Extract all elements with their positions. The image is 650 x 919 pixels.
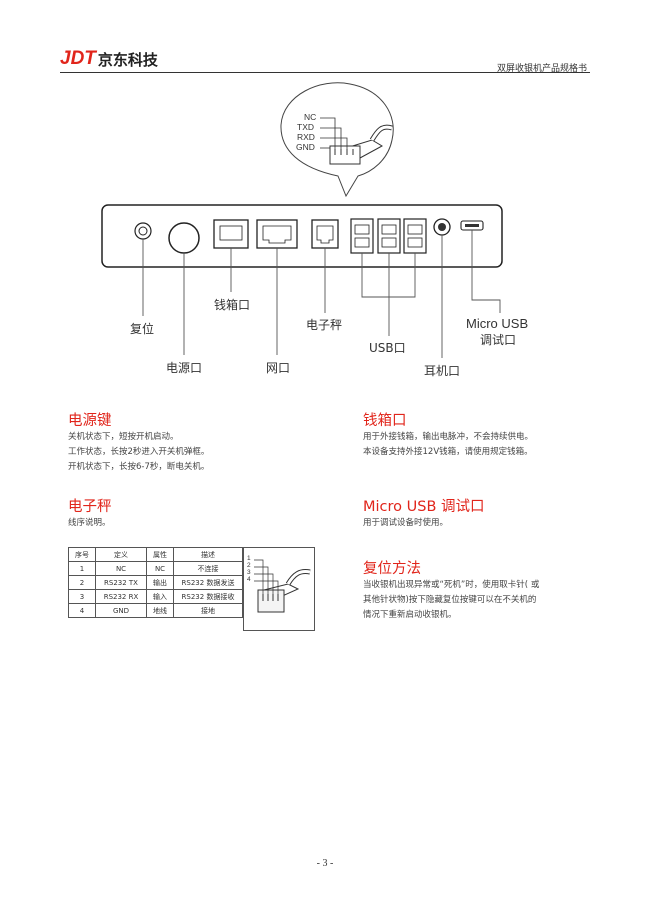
label-debug-port: 调试口 bbox=[480, 333, 517, 347]
label-micro-usb: Micro USB bbox=[466, 316, 529, 331]
cell: 输入 bbox=[146, 589, 174, 604]
th-attribute: 属性 bbox=[146, 547, 174, 562]
connector-figure-box: 1 2 3 4 bbox=[243, 547, 315, 631]
label-power: 电源口 bbox=[166, 361, 203, 375]
power-line-2: 工作状态，长按2秒进入开关机弹框。 bbox=[68, 447, 210, 457]
section-body-reset: 当收银机出现异常或“死机”时，使用取卡针( 或 其他针状物)按下隐藏复位按键可以… bbox=[363, 578, 539, 623]
table-row: 3 RS232 RX 输入 RS232 数据接收 bbox=[68, 589, 243, 604]
cell: 不连接 bbox=[173, 561, 243, 576]
pin-label-rxd: RXD bbox=[297, 132, 315, 142]
section-title-micro-usb: Micro USB 调试口 bbox=[363, 499, 485, 515]
port-diagram bbox=[101, 82, 503, 358]
label-earphone: 耳机口 bbox=[424, 364, 461, 378]
cell: RS232 TX bbox=[95, 575, 147, 590]
cell: 接地 bbox=[173, 603, 243, 618]
cell: 地线 bbox=[146, 603, 174, 618]
table-row: 2 RS232 TX 输出 RS232 数据发送 bbox=[68, 575, 243, 590]
reset-line-1: 当收银机出现异常或“死机”时，使用取卡针( 或 bbox=[363, 580, 540, 590]
device-back-panel bbox=[101, 204, 503, 268]
power-button bbox=[168, 222, 200, 254]
label-reset: 复位 bbox=[130, 322, 155, 336]
th-index: 序号 bbox=[68, 547, 96, 562]
label-cashbox: 钱箱口 bbox=[214, 298, 251, 312]
rj-connector-zoom bbox=[320, 117, 393, 165]
micro-usb-line-1: 用于调试设备时使用。 bbox=[363, 518, 449, 528]
section-title-cashbox: 钱箱口 bbox=[363, 413, 407, 429]
cashbox-line-2: 本设备支持外接12V钱箱，请使用规定钱箱。 bbox=[363, 447, 533, 457]
table-row: 4 GND 地线 接地 bbox=[68, 603, 243, 618]
table-header-row: 序号 定义 属性 描述 bbox=[68, 547, 243, 562]
reset-line-3: 情况下重新启动收银机。 bbox=[363, 610, 457, 620]
th-description: 描述 bbox=[173, 547, 243, 562]
power-line-1: 关机状态下，短按开机启动。 bbox=[68, 432, 179, 442]
section-title-power: 电源键 bbox=[68, 413, 112, 429]
page-number: - 3 - bbox=[316, 858, 334, 869]
header-divider bbox=[60, 72, 590, 73]
usb-ports bbox=[350, 218, 427, 254]
pin-number: 2 bbox=[247, 562, 251, 569]
section-body-micro-usb: 用于调试设备时使用。 bbox=[363, 516, 448, 531]
cell: GND bbox=[95, 603, 147, 618]
cell: NC bbox=[146, 561, 174, 576]
pin-number: 1 bbox=[247, 555, 251, 562]
th-definition: 定义 bbox=[95, 547, 147, 562]
label-usb: USB口 bbox=[369, 341, 406, 355]
table-row: 1 NC NC 不连接 bbox=[68, 561, 243, 576]
logo-brand: JDT bbox=[60, 48, 96, 69]
section-title-reset: 复位方法 bbox=[363, 561, 421, 577]
section-body-power: 关机状态下，短按开机启动。 工作状态，长按2秒进入开关机弹框。 开机状态下，长按… bbox=[68, 430, 209, 475]
section-body-scale: 线序说明。 bbox=[68, 516, 111, 531]
connector-pin-numbers: 1 2 3 4 bbox=[247, 555, 251, 583]
document-title: 双屏收银机产品规格书 bbox=[496, 64, 587, 74]
wire-sequence-table: 序号 定义 属性 描述 1 NC NC 不连接 2 RS232 TX 输出 RS… bbox=[68, 547, 243, 618]
cell: 输出 bbox=[146, 575, 174, 590]
cell: RS232 RX bbox=[95, 589, 147, 604]
pin-number: 3 bbox=[247, 569, 251, 576]
section-body-cashbox: 用于外接钱箱，输出电脉冲，不会持续供电。 本设备支持外接12V钱箱，请使用规定钱… bbox=[363, 430, 533, 460]
pin-label-txd: TXD bbox=[297, 122, 314, 132]
cell: RS232 数据发送 bbox=[173, 575, 243, 590]
cell: 3 bbox=[68, 589, 96, 604]
reset-line-2: 其他针状物)按下隐藏复位按键可以在不关机的 bbox=[363, 595, 537, 605]
power-line-3: 开机状态下，长按6-7秒，断电关机。 bbox=[68, 462, 210, 472]
cashbox-line-1: 用于外接钱箱，输出电脉冲，不会持续供电。 bbox=[363, 432, 534, 442]
pin-number: 4 bbox=[247, 576, 251, 583]
cell: 2 bbox=[68, 575, 96, 590]
cell: 4 bbox=[68, 603, 96, 618]
cell: NC bbox=[95, 561, 147, 576]
zoom-callout bbox=[280, 82, 394, 198]
scale-line-1: 线序说明。 bbox=[68, 518, 111, 528]
company-logo: JDT 京东科技 bbox=[60, 48, 158, 70]
cell: 1 bbox=[68, 561, 96, 576]
pin-label-nc: NC bbox=[304, 112, 317, 122]
section-title-scale: 电子秤 bbox=[68, 499, 112, 515]
label-network: 网口 bbox=[266, 361, 291, 375]
label-scale: 电子秤 bbox=[306, 318, 343, 332]
logo-chinese-name: 京东科技 bbox=[97, 50, 158, 69]
pin-label-gnd: GND bbox=[296, 142, 315, 152]
connector-figure bbox=[254, 559, 311, 613]
cell: RS232 数据接收 bbox=[173, 589, 243, 604]
